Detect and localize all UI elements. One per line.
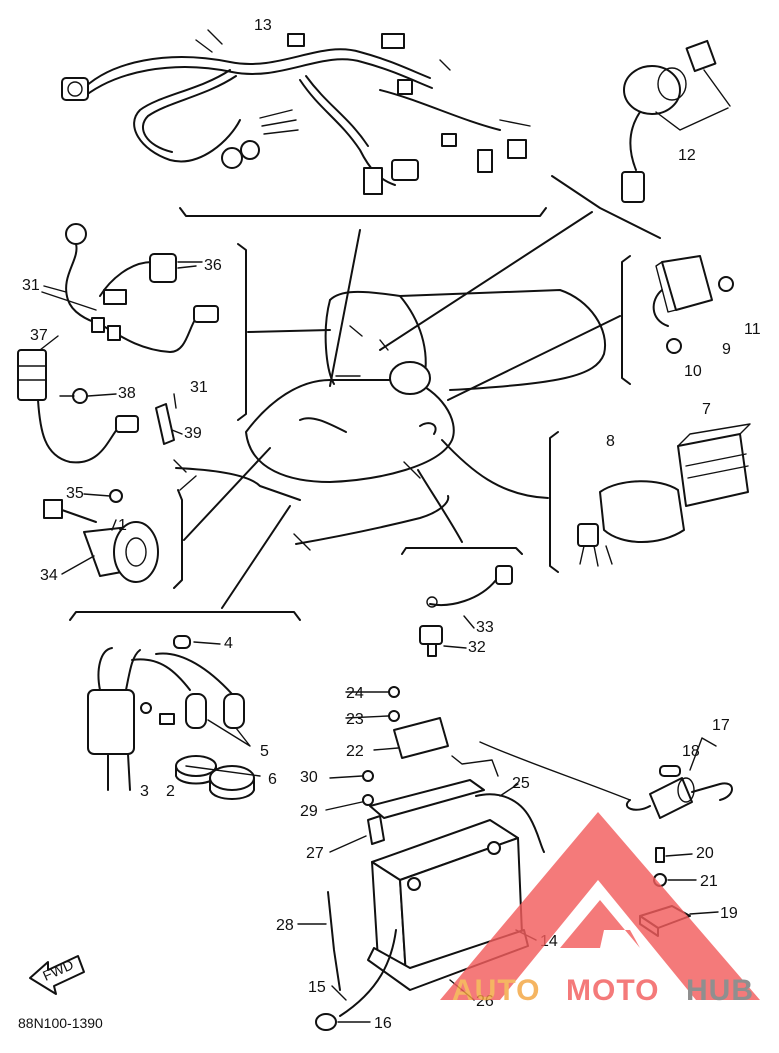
- part-label-39: 39: [184, 425, 202, 442]
- part-label-28: 28: [276, 917, 294, 934]
- part-label-17: 17: [712, 717, 730, 734]
- watermark-text-auto: AUTO: [452, 974, 540, 1007]
- part-label-31-top: 31: [22, 277, 40, 294]
- part-label-33: 33: [476, 619, 494, 636]
- main-switch: [621, 39, 731, 203]
- part-label-24: 24: [346, 685, 364, 702]
- watermark-text-hub: HUB: [686, 974, 754, 1007]
- left-harness-group: [17, 223, 219, 464]
- part-label-22: 22: [346, 743, 364, 760]
- part-label-34: 34: [40, 567, 58, 584]
- part-label-15: 15: [308, 979, 326, 996]
- part-label-27: 27: [306, 845, 324, 862]
- snowmobile-body: [173, 289, 607, 551]
- part-label-32: 32: [468, 639, 486, 656]
- part-label-38: 38: [118, 385, 136, 402]
- part-label-20: 20: [696, 845, 714, 862]
- part-label-37: 37: [30, 327, 48, 344]
- watermark-triangle-icon: [440, 812, 760, 1000]
- part-label-30: 30: [300, 769, 318, 786]
- part-label-35: 35: [66, 485, 84, 502]
- part-number-labels: 1 2 3 4 5 6 7 8 9 10 11 12 13 14 15 16 1…: [22, 17, 761, 1032]
- part-label-36: 36: [204, 257, 222, 274]
- part-label-12: 12: [678, 147, 696, 164]
- watermark-text-moto: MOTO: [566, 974, 659, 1007]
- part-label-25: 25: [512, 775, 530, 792]
- part-label-5: 5: [260, 743, 269, 760]
- wire-harness: [61, 29, 531, 195]
- part-label-3: 3: [140, 783, 149, 800]
- watermark-logo: AUTO MOTO HUB: [440, 812, 760, 1007]
- part-label-13: 13: [254, 17, 272, 34]
- part-label-9: 9: [722, 341, 731, 358]
- part-label-31-bottom: 31: [190, 379, 208, 396]
- part-label-8: 8: [606, 433, 615, 450]
- fwd-arrow-icon: [29, 955, 85, 995]
- part-label-6: 6: [268, 771, 277, 788]
- part-label-29: 29: [300, 803, 318, 820]
- part-label-4: 4: [224, 635, 233, 652]
- cdi-group: [577, 423, 751, 567]
- part-label-7: 7: [702, 401, 711, 418]
- part-label-2: 2: [166, 783, 175, 800]
- part-label-23: 23: [346, 711, 364, 728]
- diagram-code: 88N100-1390: [18, 1015, 103, 1031]
- part-label-18: 18: [682, 743, 700, 760]
- part-label-11: 11: [744, 321, 761, 338]
- part-label-21: 21: [700, 873, 718, 890]
- sensor-group: [401, 547, 523, 657]
- part-label-16: 16: [374, 1015, 392, 1032]
- part-label-10: 10: [684, 363, 702, 380]
- starter-group: [43, 489, 159, 583]
- rectifier-group: [652, 255, 734, 354]
- part-label-1: 1: [118, 517, 127, 534]
- ignition-coil-group: [87, 635, 261, 800]
- part-label-19: 19: [720, 905, 738, 922]
